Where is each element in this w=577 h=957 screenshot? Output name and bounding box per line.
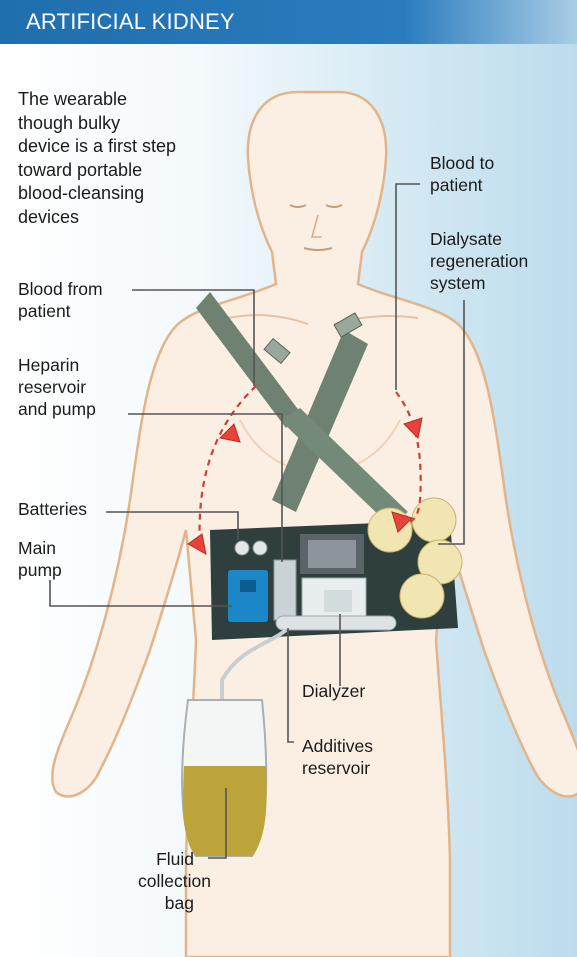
bag-fluid — [183, 766, 267, 856]
label-blood-to-patient: Blood to patient — [430, 152, 494, 196]
label-batteries: Batteries — [18, 498, 87, 520]
heparin-pump-unit — [274, 560, 296, 620]
intro-line: though bulky — [18, 112, 176, 136]
label-blood-from-patient: Blood from patient — [18, 278, 103, 322]
label-additives-reservoir: Additives reservoir — [302, 735, 373, 779]
intro-line: The wearable — [18, 88, 176, 112]
intro-line: device is a first step — [18, 135, 176, 159]
label-fluid-collection-bag: Fluid collection bag — [138, 848, 194, 914]
main-pump-unit — [228, 570, 268, 622]
dialyzer-window — [324, 590, 352, 612]
intro-line: blood-cleansing — [18, 182, 176, 206]
label-heparin-reservoir: Heparin reservoir and pump — [18, 354, 96, 420]
label-dialysate-regeneration: Dialysate regeneration system — [430, 228, 528, 294]
intro-line: toward portable — [18, 159, 176, 183]
controller-panel — [308, 540, 356, 568]
main-pump-screen — [240, 580, 256, 592]
intro-line: devices — [18, 206, 176, 230]
intro-text: The wearable though bulky device is a fi… — [18, 88, 176, 229]
additives-tube — [276, 616, 396, 630]
label-dialyzer: Dialyzer — [302, 680, 365, 702]
label-main-pump: Main pump — [18, 537, 62, 581]
